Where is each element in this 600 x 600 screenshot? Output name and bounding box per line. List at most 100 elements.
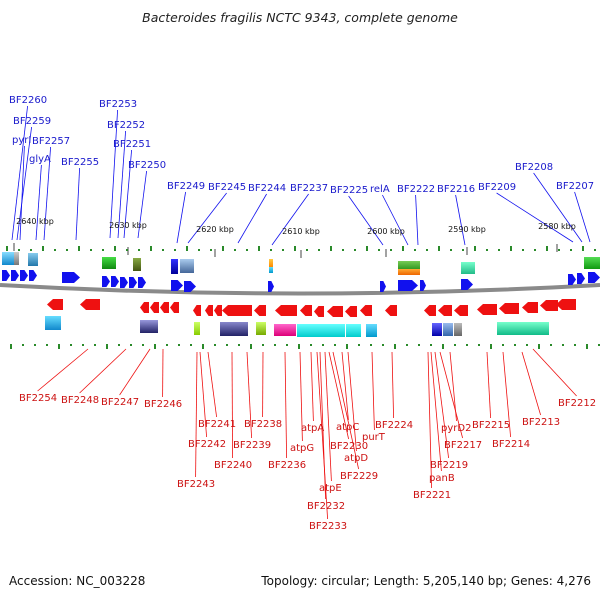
reverse-gene-label[interactable]: BF2238 (244, 419, 282, 430)
gc-mark (78, 246, 80, 251)
forward-gene-label[interactable]: glyA (29, 154, 51, 165)
reverse-gene-label[interactable]: BF2217 (444, 440, 482, 451)
forward-gene-label[interactable]: BF2209 (478, 182, 516, 193)
reverse-gene-label[interactable]: BF2213 (522, 417, 560, 428)
reverse-gene-arrow (345, 306, 357, 317)
gc-mark (574, 344, 576, 346)
reverse-gene-arrow (222, 305, 252, 316)
gc-mark (526, 344, 528, 346)
forward-gene-label[interactable]: pyrI (12, 135, 31, 146)
gc-mark (94, 344, 96, 346)
forward-gene-label[interactable]: BF2225 (330, 185, 368, 196)
forward-gene-label[interactable]: BF2259 (13, 116, 51, 127)
reverse-gene-label[interactable]: BF2224 (375, 420, 413, 431)
gc-mark (258, 246, 260, 251)
gc-mark (474, 246, 476, 251)
cog-category-box (584, 257, 600, 269)
forward-label-connector (496, 192, 574, 243)
gc-mark (582, 246, 584, 251)
forward-gene-label[interactable]: BF2260 (9, 95, 47, 106)
reverse-gene-label[interactable]: BF2239 (233, 440, 271, 451)
label-connectors (11, 105, 591, 520)
reverse-gene-label[interactable]: atpG (290, 443, 314, 454)
gc-mark (70, 344, 72, 346)
reverse-strand-genes (45, 299, 576, 337)
forward-gene-label[interactable]: BF2222 (397, 184, 435, 195)
reverse-gene-label[interactable]: atpD (344, 453, 368, 464)
reverse-label-connector (324, 351, 332, 482)
reverse-gene-label[interactable]: BF2229 (340, 471, 378, 482)
reverse-gene-label[interactable]: BF2236 (268, 460, 306, 471)
reverse-gene-label[interactable]: pyrD2 (441, 423, 471, 434)
forward-gene-arrow (171, 280, 183, 291)
reverse-gene-label[interactable]: BF2242 (188, 439, 226, 450)
reverse-gene-label[interactable]: purT (362, 432, 386, 443)
gc-mark (310, 344, 312, 346)
forward-gene-label[interactable]: BF2216 (437, 184, 475, 195)
gc-mark (346, 344, 348, 349)
gc-mark (306, 249, 308, 251)
forward-gene-label[interactable]: BF2250 (128, 160, 166, 171)
reverse-gene-label[interactable]: BF2248 (61, 395, 99, 406)
forward-label-connector (109, 109, 118, 239)
gc-mark (514, 344, 516, 346)
reverse-label-connector (284, 351, 287, 459)
forward-label-connector (533, 172, 583, 243)
forward-gene-label[interactable]: BF2249 (167, 181, 205, 192)
reverse-gene-label[interactable]: BF2240 (214, 460, 252, 471)
gc-mark (550, 344, 552, 346)
gc-mark (114, 246, 116, 251)
reverse-gene-label[interactable]: BF2219 (430, 460, 468, 471)
reverse-gene-arrow (170, 302, 179, 313)
forward-gene-label[interactable]: BF2207 (556, 181, 594, 192)
reverse-label-connector (316, 351, 328, 520)
forward-gene-label[interactable]: BF2253 (99, 99, 137, 110)
gc-mark (102, 249, 104, 251)
reverse-gene-label[interactable]: BF2241 (198, 419, 236, 430)
forward-gene-arrow (461, 279, 473, 290)
reverse-gene-label[interactable]: BF2233 (309, 521, 347, 532)
forward-gene-label[interactable]: BF2252 (107, 120, 145, 131)
reverse-gene-label[interactable]: BF2232 (307, 501, 345, 512)
reverse-gene-arrow (314, 306, 324, 317)
reverse-gene-label[interactable]: BF2212 (558, 398, 596, 409)
gc-mark (198, 249, 200, 251)
reverse-gene-label[interactable]: BF2215 (472, 420, 510, 431)
reverse-gene-label[interactable]: BF2254 (19, 393, 57, 404)
gc-mark (270, 249, 272, 251)
reverse-gene-label[interactable]: atpA (301, 423, 324, 434)
gc-mark (510, 246, 512, 251)
gc-marks (6, 246, 600, 349)
forward-gene-label[interactable]: BF2245 (208, 182, 246, 193)
reverse-label-connector (427, 351, 432, 489)
gc-mark (58, 344, 60, 349)
reverse-gene-label[interactable]: BF2246 (144, 399, 182, 410)
forward-gene-label[interactable]: BF2208 (515, 162, 553, 173)
reverse-label-connector (486, 351, 491, 419)
gc-mark (210, 249, 212, 251)
forward-gene-label[interactable]: BF2237 (290, 183, 328, 194)
reverse-gene-label[interactable]: BF2230 (330, 441, 368, 452)
forward-gene-label[interactable]: BF2257 (32, 136, 70, 147)
reverse-gene-label[interactable]: atpE (319, 483, 342, 494)
reverse-gene-arrow (80, 299, 100, 310)
forward-gene-label[interactable]: BF2251 (113, 139, 151, 150)
forward-gene-label[interactable]: BF2244 (248, 183, 286, 194)
reverse-gene-arrow (205, 305, 213, 316)
reverse-gene-arrow (385, 305, 397, 316)
forward-gene-label[interactable]: BF2255 (61, 157, 99, 168)
reverse-gene-label[interactable]: atpC (336, 422, 359, 433)
forward-gene-label[interactable]: relA (370, 184, 390, 195)
reverse-gene-label[interactable]: BF2243 (177, 479, 215, 490)
reverse-gene-label[interactable]: BF2247 (101, 397, 139, 408)
forward-label-connector (117, 130, 126, 239)
forward-gene-arrow (420, 280, 426, 291)
reverse-gene-label[interactable]: panB (429, 473, 455, 484)
reverse-label-connector (332, 351, 359, 470)
forward-label-connector (348, 195, 384, 246)
reverse-gene-label[interactable]: BF2221 (413, 490, 451, 501)
gc-mark (90, 249, 92, 251)
gc-mark (6, 246, 8, 251)
reverse-gene-arrow (438, 305, 452, 316)
reverse-gene-label[interactable]: BF2214 (492, 439, 530, 450)
